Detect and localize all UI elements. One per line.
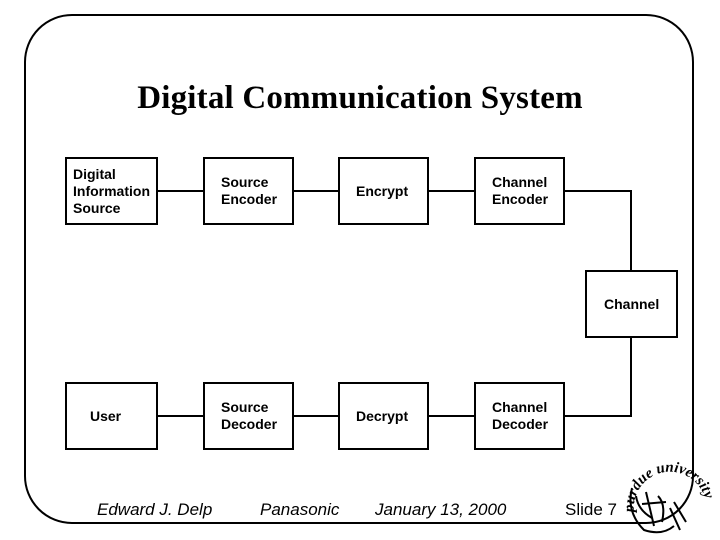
block-channel-decoder: Channel Decoder bbox=[474, 382, 565, 450]
block-label: Decrypt bbox=[356, 407, 409, 424]
university-seal-logo: purdue university bbox=[622, 460, 716, 534]
wire-channel-to-channel-decoder bbox=[565, 338, 632, 417]
footer-company: Panasonic bbox=[260, 500, 340, 519]
block-decrypt: Decrypt bbox=[338, 382, 429, 450]
svg-text:purdue university: purdue university bbox=[622, 460, 716, 514]
block-label: Encrypt bbox=[356, 182, 409, 199]
block-label: Channel Decoder bbox=[492, 399, 549, 432]
block-digital-information-source: Digital Information Source bbox=[65, 157, 158, 225]
footer-slide-number: Slide 7 bbox=[565, 500, 617, 519]
block-encrypt: Encrypt bbox=[338, 157, 429, 225]
footer-date: January 13, 2000 bbox=[375, 500, 507, 519]
block-source-encoder: Source Encoder bbox=[203, 157, 294, 225]
block-label: Source Encoder bbox=[221, 174, 278, 207]
block-user: User bbox=[65, 382, 158, 450]
seal-text: purdue university bbox=[622, 460, 716, 514]
slide-frame bbox=[24, 14, 694, 524]
block-source-decoder: Source Decoder bbox=[203, 382, 294, 450]
block-channel-encoder: Channel Encoder bbox=[474, 157, 565, 225]
block-label: User bbox=[90, 407, 122, 424]
block-label: Digital Information Source bbox=[73, 165, 150, 216]
block-label: Channel bbox=[604, 295, 660, 312]
footer-author: Edward J. Delp bbox=[97, 500, 213, 519]
block-label: Channel Encoder bbox=[492, 174, 549, 207]
wire-channel-encoder-to-channel bbox=[565, 190, 632, 270]
block-channel: Channel bbox=[585, 270, 678, 338]
block-label: Source Decoder bbox=[221, 399, 278, 432]
slide-title: Digital Communication System bbox=[137, 80, 583, 116]
